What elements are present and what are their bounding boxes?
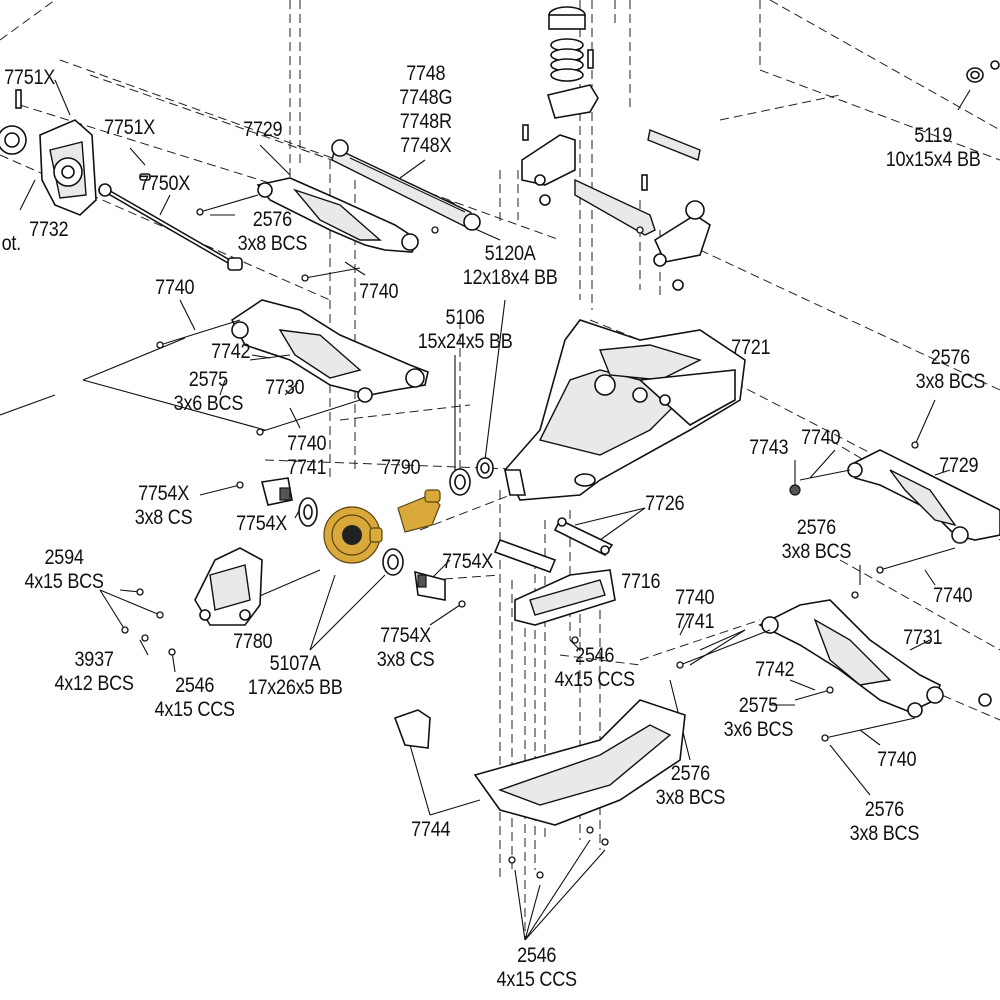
label-7750x: 7750X bbox=[139, 172, 191, 195]
label-7740-b: 7740 bbox=[155, 276, 195, 299]
label-7729-b: 7729 bbox=[939, 454, 979, 477]
screws bbox=[121, 208, 919, 879]
label-7742-b: 7742 bbox=[755, 658, 795, 681]
label-7751x-b: 7751X bbox=[104, 116, 156, 139]
label-7726: 7726 bbox=[645, 492, 685, 515]
front-skid-plate-part bbox=[393, 699, 686, 826]
label-7721: 7721 bbox=[731, 336, 771, 359]
label-7754x-b: 7754X bbox=[236, 512, 288, 535]
label-7740-g: 7740 bbox=[877, 748, 917, 771]
label-7740-d: 7740 bbox=[801, 426, 841, 449]
upper-arm-left-part bbox=[199, 177, 420, 279]
chassis-part bbox=[504, 319, 746, 501]
label-7751x-a: 7751X bbox=[4, 66, 56, 89]
turnbuckle-link-part bbox=[331, 139, 481, 231]
label-7732: 7732 bbox=[29, 218, 69, 241]
upper-arm-right-part bbox=[789, 449, 1000, 571]
label-7744: 7744 bbox=[411, 818, 451, 841]
diff-housing-part bbox=[194, 547, 263, 626]
toe-link-part bbox=[98, 173, 243, 271]
label-7743: 7743 bbox=[749, 436, 789, 459]
lower-arm-left-part bbox=[159, 299, 429, 433]
label-7740-e: 7740 bbox=[933, 584, 973, 607]
label-7729-a: 7729 bbox=[243, 118, 283, 141]
pinion-gear-part bbox=[397, 489, 441, 533]
label-ot: ot. bbox=[1, 232, 22, 255]
label-7790: 7790 bbox=[381, 456, 421, 479]
label-7742-a: 7742 bbox=[211, 340, 251, 363]
label-7754x-c: 7754X bbox=[442, 550, 494, 573]
label-7730: 7730 bbox=[265, 376, 305, 399]
lower-arm-right-part bbox=[679, 599, 992, 739]
label-7740-a: 7740 bbox=[359, 280, 399, 303]
bearings-part bbox=[449, 457, 494, 496]
label-7716: 7716 bbox=[621, 570, 661, 593]
hub-carrier-part bbox=[0, 89, 97, 216]
output-cups-part bbox=[261, 477, 446, 601]
skid-plate-parts bbox=[493, 517, 616, 626]
differential-part bbox=[323, 506, 383, 564]
bearing-5119-part bbox=[966, 60, 1000, 83]
label-7780: 7780 bbox=[233, 630, 273, 653]
steering-assembly-part bbox=[521, 6, 711, 291]
label-7731: 7731 bbox=[903, 626, 943, 649]
